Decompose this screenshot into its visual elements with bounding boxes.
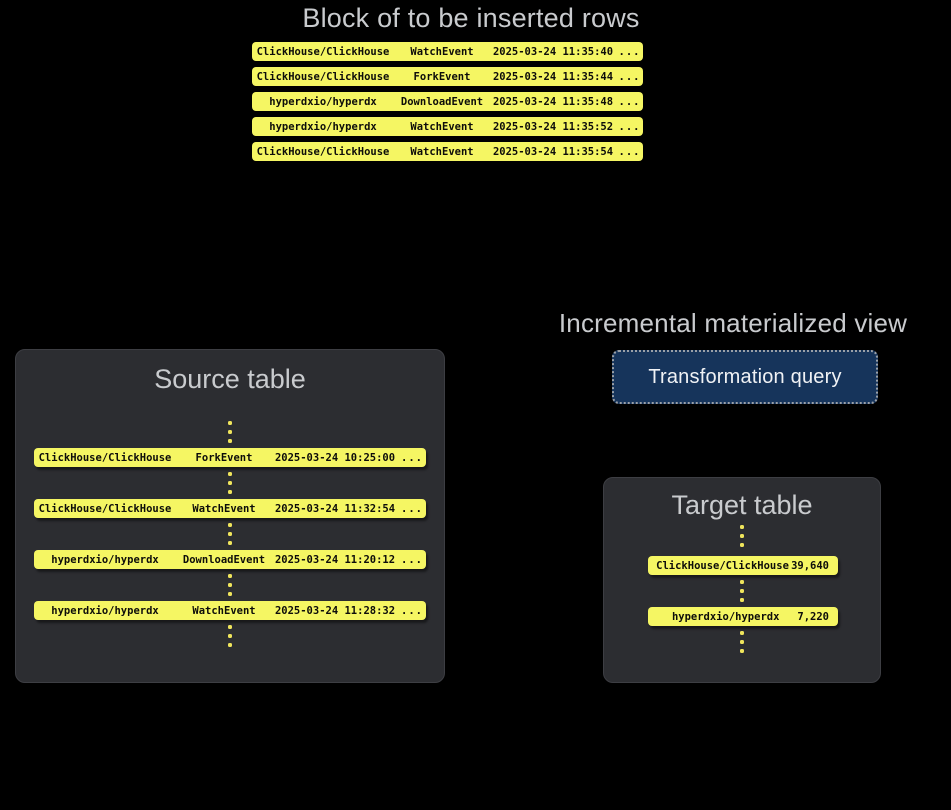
event-cell: WatchEvent [192, 502, 256, 515]
table-row: ClickHouse/ClickHouse ForkEvent 2025-03-… [34, 448, 426, 467]
more-ellipsis: ... [401, 502, 423, 515]
event-cell: WatchEvent [410, 145, 474, 158]
repo-cell: hyperdxio/hyperdx [269, 120, 377, 133]
transformation-query-label: Transformation query [648, 365, 842, 388]
more-ellipsis: ... [401, 451, 423, 464]
vertical-ellipsis-icon [228, 421, 232, 443]
event-cell: ForkEvent [195, 451, 253, 464]
vertical-ellipsis-icon [228, 523, 232, 545]
source-table-title: Source table [154, 364, 306, 394]
target-table-title: Target table [671, 490, 813, 520]
table-row: hyperdxio/hyperdx 7,220 [648, 607, 838, 626]
repo-cell: ClickHouse/ClickHouse [656, 559, 789, 572]
timestamp-cell: 2025-03-24 11:35:48 [492, 95, 614, 108]
vertical-ellipsis-icon [228, 574, 232, 596]
table-row: ClickHouse/ClickHouse 39,640 [648, 556, 838, 575]
timestamp-cell: 2025-03-24 11:35:54 [492, 145, 614, 158]
more-ellipsis: ... [618, 145, 641, 158]
event-cell: DownloadEvent [400, 95, 484, 108]
table-row: hyperdxio/hyperdx WatchEvent 2025-03-24 … [34, 601, 426, 620]
vertical-ellipsis-icon [228, 625, 232, 647]
target-table-panel: Target table ClickHouse/ClickHouse 39,64… [603, 477, 881, 683]
vertical-ellipsis-icon [740, 631, 744, 653]
vertical-ellipsis-icon [740, 525, 744, 547]
table-row: hyperdxio/hyperdx WatchEvent 2025-03-24 … [252, 117, 643, 136]
repo-cell: hyperdxio/hyperdx [51, 553, 159, 566]
repo-cell: hyperdxio/hyperdx [51, 604, 159, 617]
table-row: hyperdxio/hyperdx DownloadEvent 2025-03-… [252, 92, 643, 111]
repo-cell: hyperdxio/hyperdx [671, 610, 780, 623]
event-cell: WatchEvent [192, 604, 256, 617]
table-row: ClickHouse/ClickHouse WatchEvent 2025-03… [34, 499, 426, 518]
count-cell: 7,220 [797, 610, 829, 623]
event-cell: ForkEvent [413, 70, 471, 83]
more-ellipsis: ... [401, 553, 423, 566]
materialized-view-title: Incremental materialized view [558, 308, 908, 338]
more-ellipsis: ... [618, 120, 641, 133]
repo-cell: ClickHouse/ClickHouse [256, 70, 390, 83]
timestamp-cell: 2025-03-24 11:35:40 [492, 45, 614, 58]
more-ellipsis: ... [618, 95, 641, 108]
repo-cell: ClickHouse/ClickHouse [256, 145, 390, 158]
timestamp-cell: 2025-03-24 11:35:44 [492, 70, 614, 83]
event-cell: DownloadEvent [182, 553, 266, 566]
repo-cell: ClickHouse/ClickHouse [256, 45, 390, 58]
table-row: ClickHouse/ClickHouse WatchEvent 2025-03… [252, 42, 643, 61]
event-cell: WatchEvent [410, 45, 474, 58]
timestamp-cell: 2025-03-24 10:25:00 [274, 451, 396, 464]
table-row: ClickHouse/ClickHouse ForkEvent 2025-03-… [252, 67, 643, 86]
count-cell: 39,640 [791, 559, 829, 572]
insert-block-title: Block of to be inserted rows [302, 3, 640, 33]
transformation-query-node: Transformation query [612, 350, 878, 404]
event-cell: WatchEvent [410, 120, 474, 133]
repo-cell: ClickHouse/ClickHouse [38, 502, 172, 515]
repo-cell: ClickHouse/ClickHouse [38, 451, 172, 464]
more-ellipsis: ... [618, 70, 641, 83]
table-row: hyperdxio/hyperdx DownloadEvent 2025-03-… [34, 550, 426, 569]
source-table-panel: Source table ClickHouse/ClickHouse ForkE… [15, 349, 445, 683]
vertical-ellipsis-icon [228, 472, 232, 494]
repo-cell: hyperdxio/hyperdx [269, 95, 377, 108]
timestamp-cell: 2025-03-24 11:20:12 [274, 553, 396, 566]
vertical-ellipsis-icon [740, 580, 744, 602]
more-ellipsis: ... [401, 604, 423, 617]
table-row: ClickHouse/ClickHouse WatchEvent 2025-03… [252, 142, 643, 161]
timestamp-cell: 2025-03-24 11:35:52 [492, 120, 614, 133]
timestamp-cell: 2025-03-24 11:28:32 [274, 604, 396, 617]
more-ellipsis: ... [618, 45, 641, 58]
timestamp-cell: 2025-03-24 11:32:54 [274, 502, 396, 515]
